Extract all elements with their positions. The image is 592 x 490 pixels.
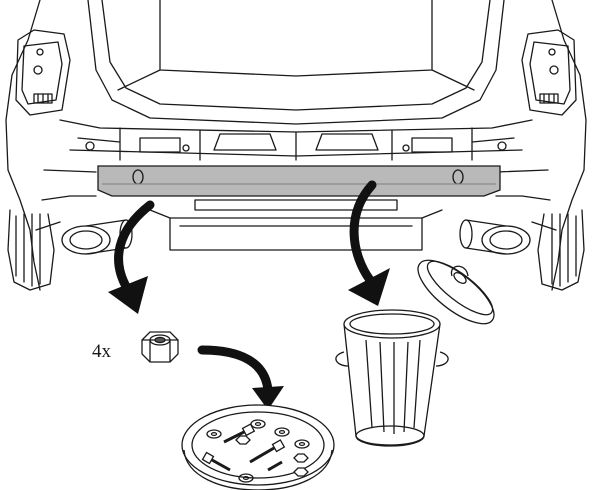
left-tail-light xyxy=(15,29,71,116)
right-exhaust xyxy=(459,219,531,255)
lower-crossmember xyxy=(169,217,423,251)
arrow-to-tray xyxy=(197,345,284,410)
arrow-remove-left xyxy=(108,200,155,314)
arrow-remove-right xyxy=(348,180,390,306)
body-outline xyxy=(5,0,587,291)
waste-bin xyxy=(335,309,449,447)
rear-bumper-crossbar xyxy=(97,165,501,197)
left-tire xyxy=(7,209,55,291)
waste-bin-lid xyxy=(417,259,495,325)
hex-nut-icon xyxy=(141,331,179,363)
hatch-opening xyxy=(87,0,505,125)
quantity-label: 4x xyxy=(92,341,112,362)
right-tail-light xyxy=(521,29,577,116)
vehicle-rear xyxy=(5,0,587,291)
right-tire xyxy=(537,209,585,291)
hardware-pieces xyxy=(201,419,310,483)
parts-tray xyxy=(181,404,335,490)
